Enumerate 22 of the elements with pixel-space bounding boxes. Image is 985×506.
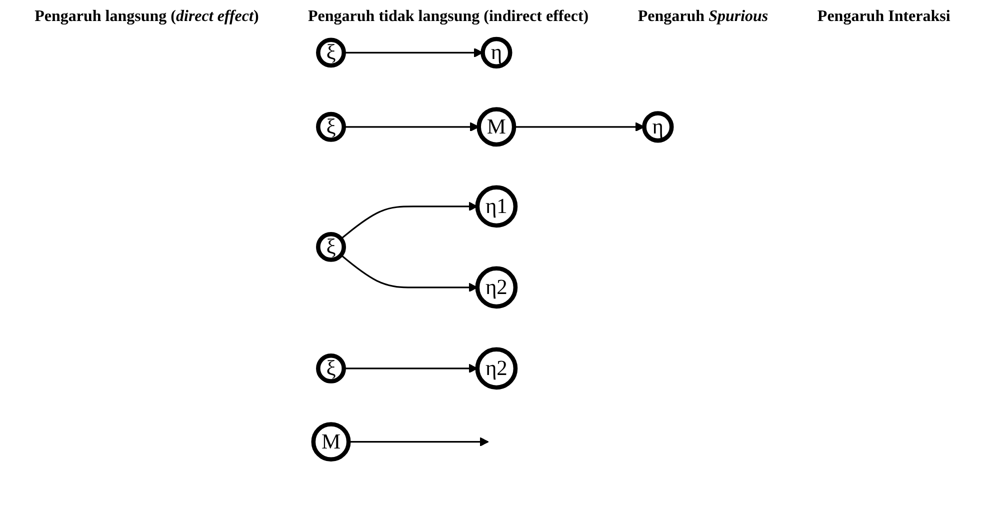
panel-heading: Pengaruh tidak langsung (indirect effect) <box>308 8 589 26</box>
arrow <box>340 254 478 292</box>
arrow <box>340 202 478 240</box>
node-circle: ξ <box>316 38 346 68</box>
node-circle: ξ <box>316 232 346 262</box>
panel-heading: Pengaruh Interaksi <box>817 8 950 26</box>
node-circle: η2 <box>475 266 518 309</box>
arrow <box>348 437 489 447</box>
node-circle: η <box>480 36 512 68</box>
node-circle: ξ <box>316 353 346 384</box>
panel-heading: Pengaruh langsung (direct effect) <box>34 8 259 26</box>
arrow <box>344 122 480 132</box>
node-circle: η <box>642 111 674 143</box>
node-circle: η2 <box>475 347 518 390</box>
node-circle: ξ <box>316 112 346 142</box>
arrow <box>514 122 645 132</box>
node-circle: M <box>476 107 516 147</box>
arrow <box>344 364 478 374</box>
node-circle: η1 <box>475 185 518 228</box>
arrow <box>344 48 484 58</box>
node-circle: M <box>311 422 351 462</box>
panel-heading: Pengaruh Spurious <box>638 8 768 26</box>
